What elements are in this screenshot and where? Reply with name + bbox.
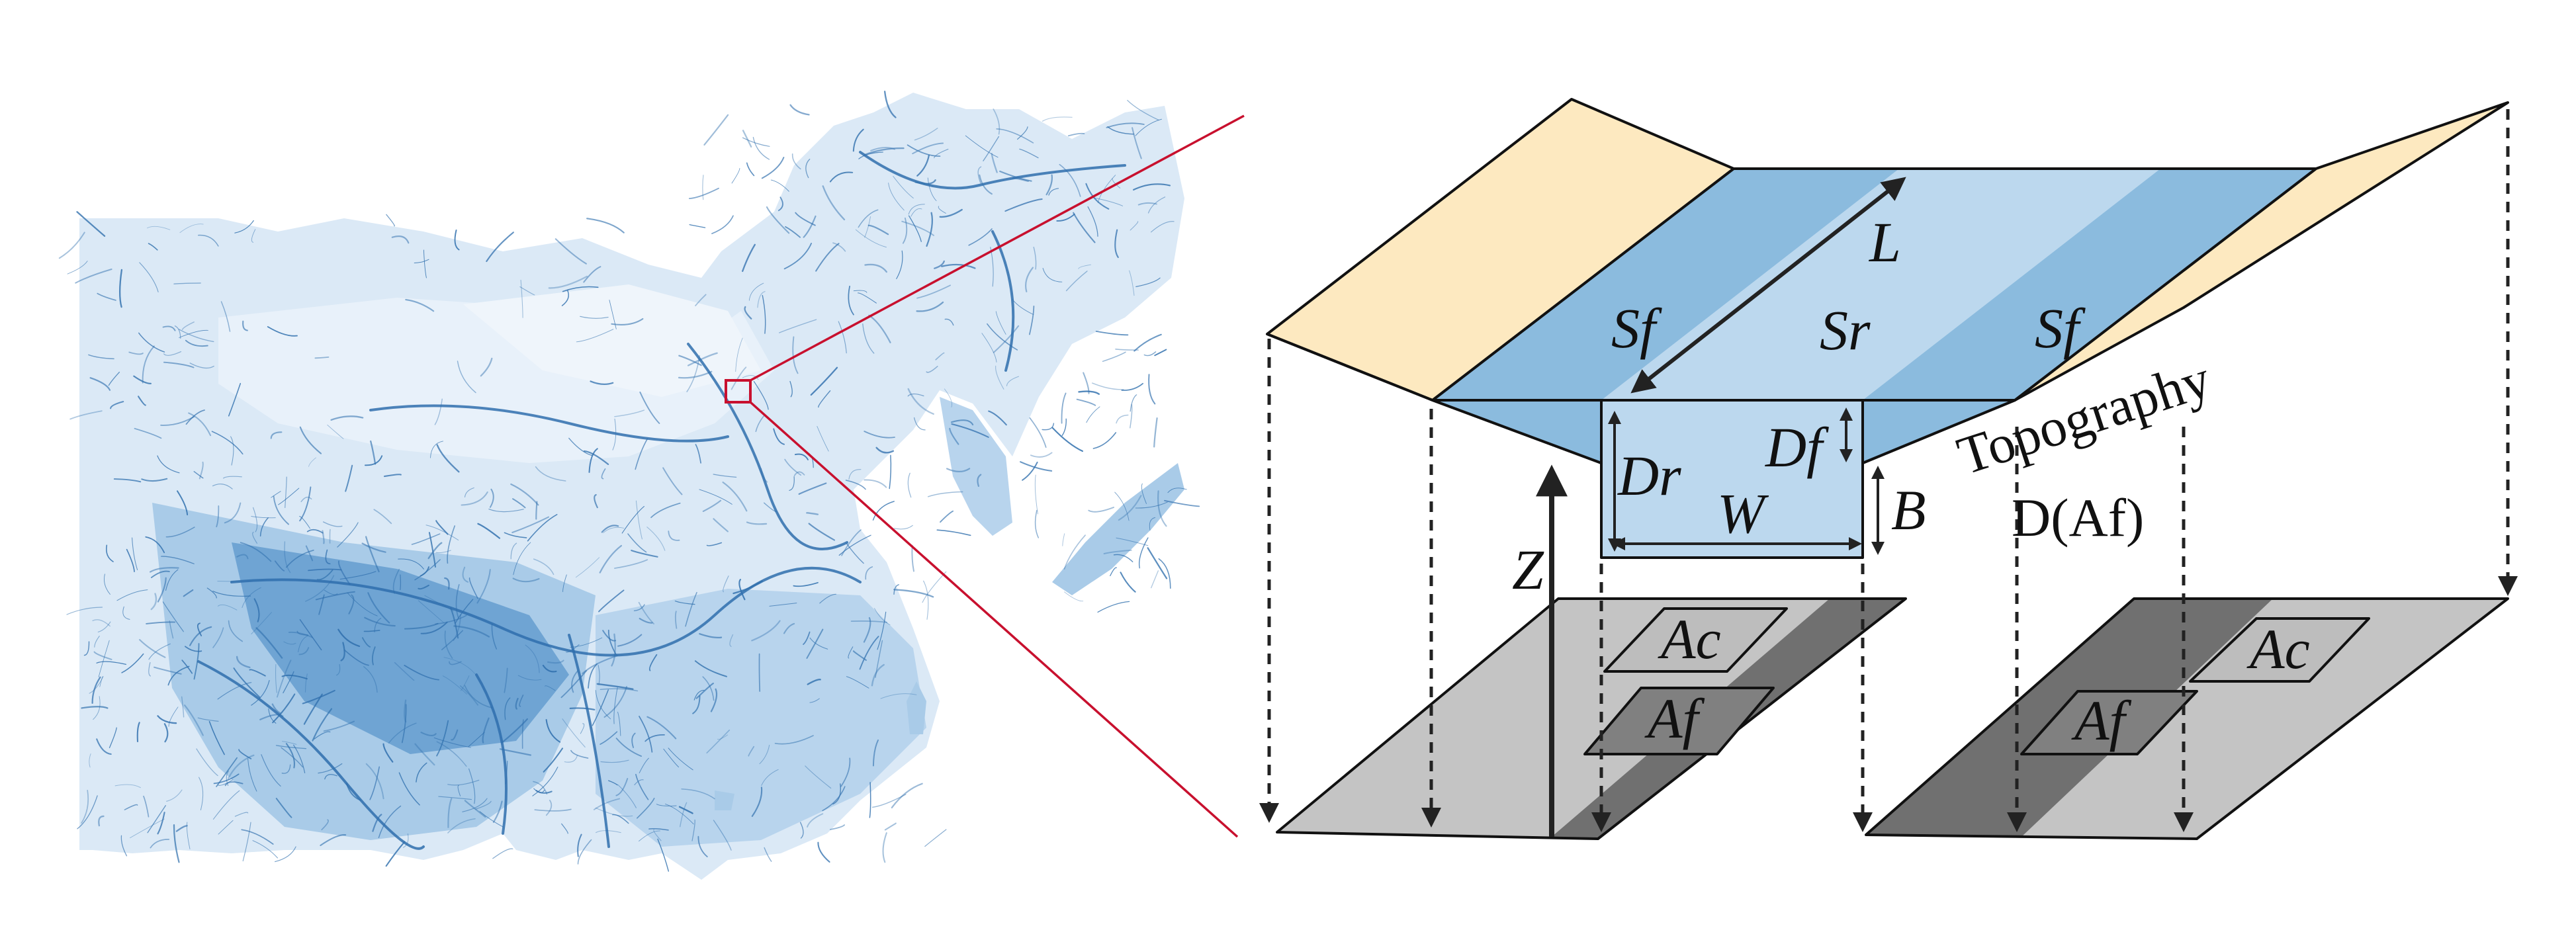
floodplain-wedge-left (1431, 399, 1603, 464)
bottom-plane-left (1276, 597, 1907, 840)
river-network-lines (58, 91, 1200, 872)
map-japan (1052, 463, 1184, 595)
map-himalaya-band (232, 542, 569, 754)
label-ac-right: Ac (2246, 617, 2310, 681)
topography-diagram: L Sf Sr Sf Dr Df W B Z Topography D(Af) … (1259, 98, 2518, 840)
af-box-left (1583, 687, 1775, 755)
bottom-plane-right (1865, 597, 2509, 840)
label-sr: Sr (1820, 298, 1871, 362)
label-sf-left: Sf (1611, 296, 1662, 360)
projection-arrows (1259, 109, 2518, 832)
label-w: W (1717, 482, 1769, 545)
map-hainan (715, 790, 734, 810)
map-mongolia-plateau (463, 284, 761, 397)
map-korea (940, 397, 1012, 536)
label-b: B (1891, 478, 1926, 542)
zoom-line-bottom (749, 401, 1239, 838)
label-af-left: Af (1644, 687, 1705, 750)
label-ac-left: Ac (1658, 607, 1721, 671)
zoom-line-top (750, 114, 1245, 382)
map-south-coast (596, 589, 926, 847)
river-network-map (58, 91, 1245, 880)
zoom-box (725, 379, 752, 404)
label-af-right: Af (2071, 689, 2132, 752)
label-dr: Dr (1617, 444, 1681, 507)
ac-box-right (2189, 617, 2370, 683)
af-box-right (2020, 690, 2198, 755)
label-sf-right: Sf (2035, 296, 2086, 360)
label-z: Z (1512, 538, 1544, 601)
floodplain-wedge-right (1861, 399, 2016, 464)
ac-box-left (1603, 607, 1788, 673)
label-length: L (1868, 210, 1901, 274)
label-df: Df (1765, 415, 1829, 479)
length-arrow (1630, 177, 1906, 394)
label-topography-func: D(Af) (2012, 488, 2144, 548)
map-taiwan (907, 681, 926, 734)
